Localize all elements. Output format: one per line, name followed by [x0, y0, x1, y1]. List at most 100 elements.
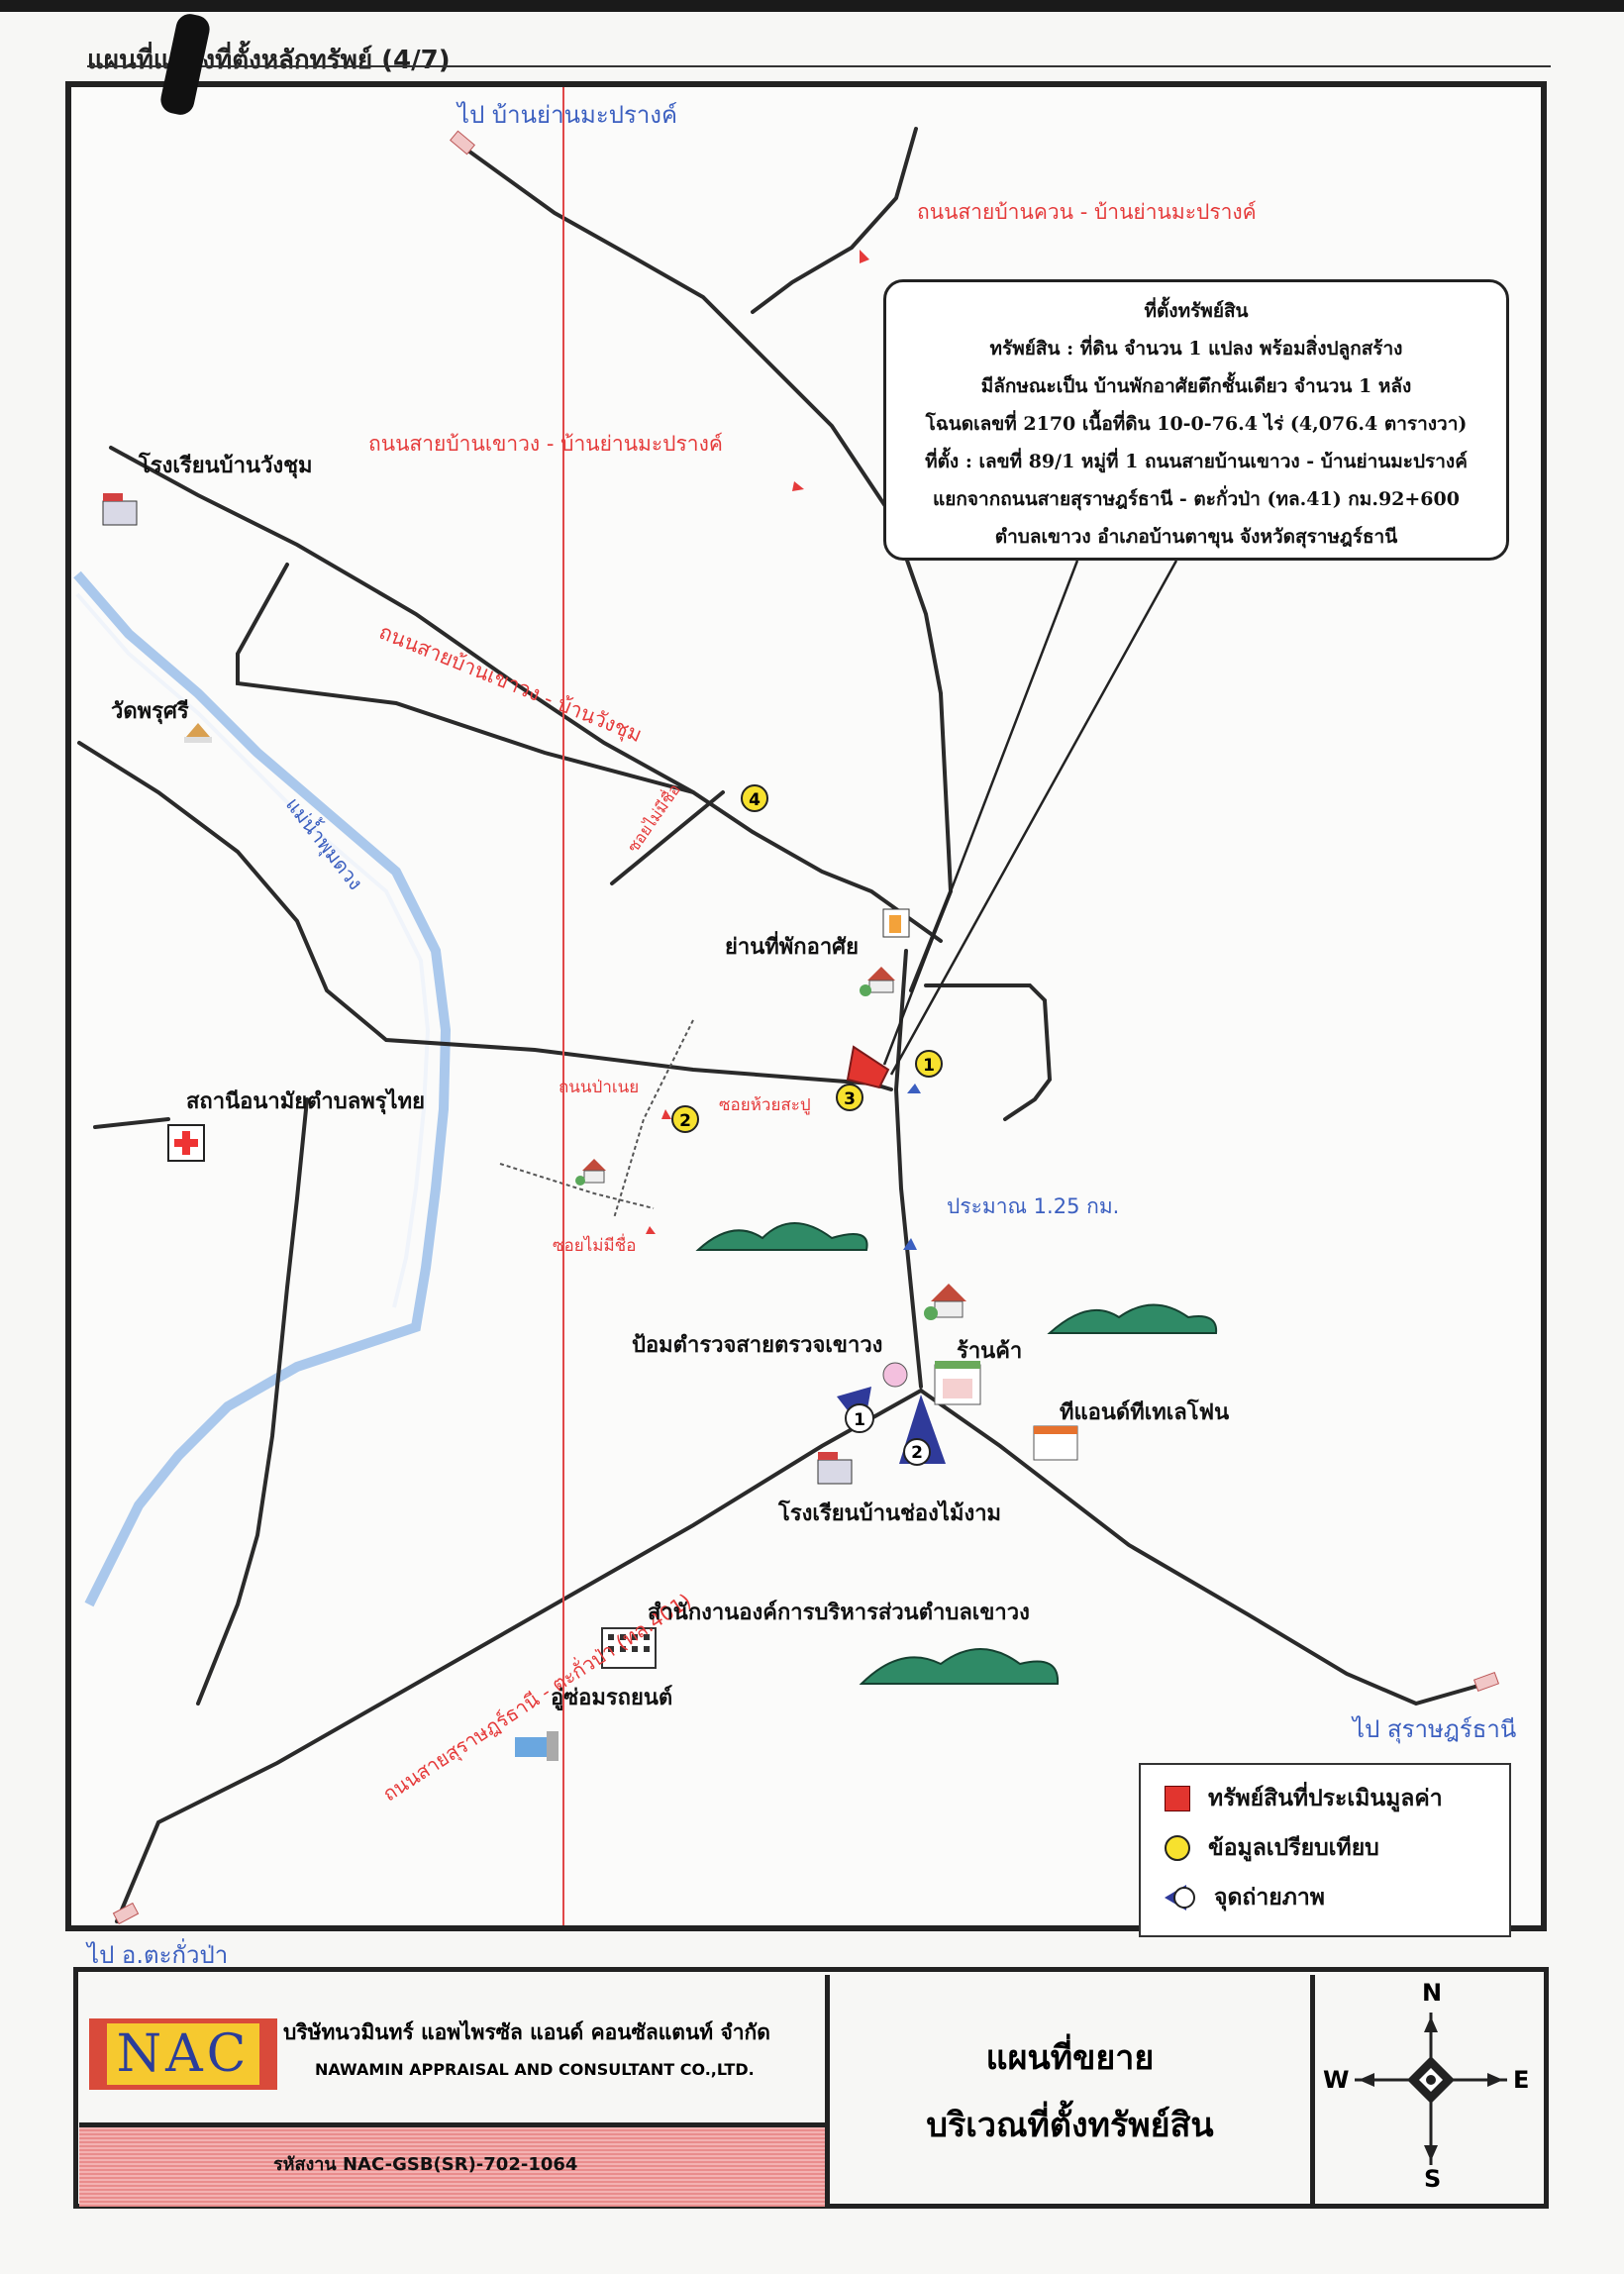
shop-icon: [934, 1361, 981, 1405]
highway-east: [919, 1389, 1487, 1706]
logo-text: NAC: [106, 2023, 260, 2085]
header-rule: [87, 65, 1551, 67]
house-icon-soi: [575, 1159, 606, 1186]
health-station-label: สถานีอนามัยตำบลพรุไทย: [186, 1089, 426, 1114]
company-cell: [79, 1975, 830, 2127]
comparable-marker-1-num: 1: [923, 1056, 935, 1076]
highway-west: [115, 1389, 923, 1923]
garage-label: อู่ซ่อมรถยนต์: [551, 1686, 673, 1710]
dest-top-label: ไป บ้านย่านมะปรางค์: [457, 101, 678, 129]
photo-point-2: 2: [899, 1395, 946, 1466]
hill-group-1: [695, 1222, 868, 1251]
distance-label: ประมาณ 1.25 กม.: [947, 1194, 1120, 1218]
callout-line-1: ทรัพย์สิน : ที่ดิน จำนวน 1 แปลง พร้อมสิ่…: [989, 338, 1403, 360]
road-label-huan: ถนนสายบ้านควน - บ้านย่านมะปรางค์: [917, 200, 1257, 224]
comparable-marker-4-num: 4: [749, 790, 761, 810]
callout-line-2: มีลักษณะเป็น บ้านพักอาศัยตึกชั้นเดียว จำ…: [980, 375, 1412, 397]
police-box-label: ป้อมตำรวจสายตรวจเขาวง: [632, 1333, 883, 1358]
photo-point-2-num: 2: [911, 1443, 923, 1463]
legend-row-photo: จุดถ่ายภาพ: [1165, 1878, 1325, 1917]
footer-title-cell: แผนที่ขยาย บริเวณที่ตั้งทรัพย์สิน: [830, 1975, 1315, 2205]
comparable-marker-2-num: 2: [679, 1111, 691, 1131]
job-code: รหัสงาน NAC-GSB(SR)-702-1064: [273, 2154, 578, 2175]
school-wangchum-label: โรงเรียนบ้านวังชุม: [139, 454, 313, 478]
comparable-marker-1: 1: [915, 1050, 943, 1078]
hill-group-2: [1047, 1303, 1218, 1334]
road-blue-soi: [93, 1117, 170, 1129]
residential-label: ย่านที่พักอาศัย: [725, 935, 860, 960]
hospital-icon: [167, 1124, 205, 1162]
compass-w: W: [1323, 2066, 1350, 2094]
soi-label-huaysapu: ซอยห้วยสะปู: [719, 1095, 811, 1115]
photo-point-1-num: 1: [854, 1410, 865, 1430]
company-name-en: NAWAMIN APPRAISAL AND CONSULTANT CO.,LTD…: [315, 2060, 755, 2079]
legend: ทรัพย์สินที่ประเมินมูลค่า ข้อมูลเปรียบเท…: [1139, 1763, 1511, 1937]
callout-title: ที่ตั้งทรัพย์สิน: [1144, 300, 1249, 322]
job-code-cell: รหัสงาน NAC-GSB(SR)-702-1064: [79, 2127, 830, 2207]
callout-line-3: โฉนดเลขที่ 2170 เนื้อที่ดิน 10-0-76.4 ไร…: [925, 413, 1468, 435]
shop-label: ร้านค้า: [957, 1339, 1023, 1364]
wat-label: วัดพรุศรี: [111, 699, 189, 724]
main-road-stem: [893, 949, 923, 1389]
page-title: แผนที่แสดงที่ตั้งหลักทรัพย์ (4/7): [87, 46, 451, 75]
soi-1: [610, 790, 725, 885]
soi-label-2: ซอยไม่มีชื่อ: [553, 1236, 637, 1256]
school-icon-chongmai: [817, 1452, 853, 1485]
property-parcel: [846, 1045, 890, 1089]
store-icon: [1033, 1425, 1078, 1461]
compass-e: E: [1513, 2066, 1530, 2094]
office-icon: [601, 1627, 657, 1669]
callout-line-5: แยกจากถนนสายสุราษฎร์ธานี - ตะกั่วป่า (ทล…: [933, 488, 1460, 510]
dest-right-label: ไป สุราษฎร์ธานี: [1353, 1715, 1517, 1743]
road-wangchum: [109, 446, 943, 943]
compass-s: S: [1424, 2165, 1442, 2193]
hill-group-3: [859, 1648, 1060, 1685]
house-icon-shop-area: [924, 1284, 966, 1320]
comparable-marker-4: 4: [741, 784, 768, 812]
callout-line-6: ตำบลเขาวง อำเภอบ้านตาขุน จังหวัดสุราษฎร์…: [994, 526, 1398, 548]
road-top-left: [463, 147, 954, 992]
legend-property-swatch: [1165, 1786, 1190, 1811]
river: [73, 570, 452, 1607]
compass-n: N: [1422, 1979, 1443, 2007]
comparable-marker-2: 2: [671, 1105, 699, 1133]
comparable-marker-3: 3: [836, 1084, 863, 1111]
footer-title-line-1: แผนที่ขยาย: [985, 2038, 1155, 2078]
scan-top-edge: [0, 0, 1624, 12]
fuel-icon: [882, 908, 910, 938]
destination-marker-left: [112, 1902, 140, 1925]
legend-comparable-swatch: [1165, 1835, 1190, 1861]
school-chongmai-label: โรงเรียนบ้านช่องไม้งาม: [778, 1501, 1002, 1526]
legend-photo-label: จุดถ่ายภาพ: [1214, 1885, 1325, 1911]
school-icon-wangchum: [102, 493, 138, 526]
legend-comparable-label: ข้อมูลเปรียบเทียบ: [1208, 1835, 1379, 1861]
road-down-left: [196, 1097, 309, 1706]
temple-icon: [184, 723, 212, 743]
legend-photo-swatch: [1165, 1885, 1195, 1911]
company-logo: NAC: [89, 2018, 277, 2090]
map-canvas: 1 2 3 4 1 2: [73, 87, 1500, 1925]
house-icon-residential: [860, 967, 895, 996]
legend-row-comparable: ข้อมูลเปรียบเทียบ: [1165, 1828, 1379, 1868]
legend-property-label: ทรัพย์สินที่ประเมินมูลค่า: [1208, 1786, 1443, 1811]
police-icon: [882, 1362, 908, 1388]
road-loop-left: [236, 563, 695, 794]
road-east-branch: [924, 983, 1053, 1121]
garage-icon: [515, 1731, 558, 1761]
legend-row-property: ทรัพย์สินที่ประเมินมูลค่า: [1165, 1779, 1443, 1818]
destination-marker-right: [1472, 1671, 1500, 1693]
road-label-khaowang-yan: ถนนสายบ้านเขาวง - บ้านย่านมะปรางค์: [368, 432, 723, 456]
road-top-right: [751, 127, 918, 314]
callout-line-4: ที่ตั้ง : เลขที่ 89/1 หมู่ที่ 1 ถนนสายบ้…: [925, 451, 1468, 472]
dest-left-label: ไป อ.ตะกั่วป่า: [87, 1941, 229, 1969]
footer-title-line-2: บริเวณที่ตั้งทรัพย์สิน: [926, 2106, 1214, 2145]
destination-marker-top: [450, 130, 475, 155]
property-info-callout: ที่ตั้งทรัพย์สิน ทรัพย์สิน : ที่ดิน จำนว…: [883, 279, 1509, 561]
compass-rose: N S E W: [1315, 1975, 1547, 2205]
road-mid-left: [77, 741, 893, 1091]
road-label-panae: ถนนป่าเนย: [558, 1078, 640, 1097]
comparable-marker-3-num: 3: [844, 1089, 856, 1109]
tao-office-label: สำนักงานองค์การบริหารส่วนตำบลเขาวง: [648, 1601, 1030, 1625]
compass-icon: [1355, 2013, 1507, 2165]
company-name-th: บริษัทนวมินทร์ แอพไพรซัล แอนด์ คอนซัลแตน…: [283, 2020, 770, 2044]
